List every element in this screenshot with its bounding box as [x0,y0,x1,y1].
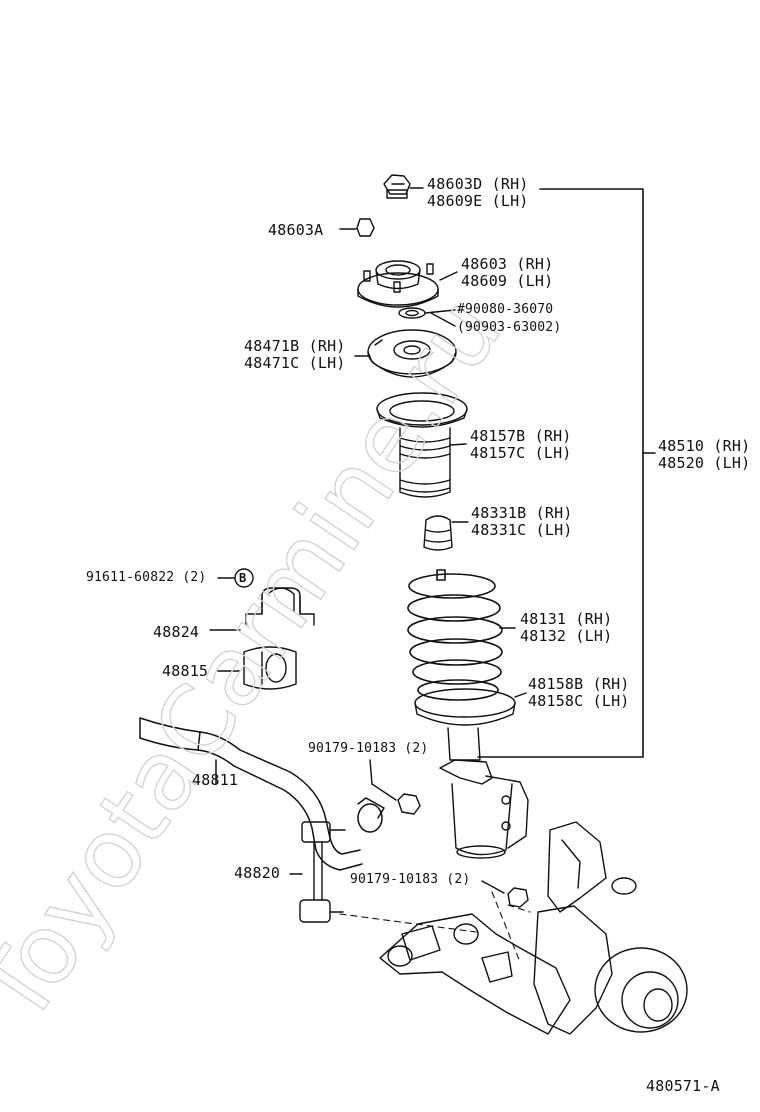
part-48331b-bumper [423,515,469,551]
label-48603: 48603 (RH) 48609 (LH) [461,256,553,290]
label-48157c-lh: 48157C (LH) [470,444,572,462]
label-48158b-rh: 48158B (RH) [528,675,630,693]
label-48158: 48158B (RH) 48158C (LH) [528,676,630,710]
label-48157b-rh: 48157B (RH) [470,427,572,445]
label-48471b-rh: 48471B (RH) [244,337,346,355]
label-48815: 48815 [162,663,208,680]
leader-lines [430,312,456,327]
label-48471c-lh: 48471C (LH) [244,354,346,372]
label-48609e-lh: 48609E (LH) [427,192,529,210]
part-48158b-insulator [414,688,527,726]
label-48158c-lh: 48158C (LH) [528,692,630,710]
part-strut-body [439,727,529,859]
label-48157: 48157B (RH) 48157C (LH) [470,428,572,462]
label-91611-text: 91611-60822 (2) [86,570,207,585]
diagram-id: 480571-A [646,1078,720,1095]
label-48132-lh: 48132 (LH) [520,627,613,645]
label-48603-rh: 48603 (RH) [461,255,554,273]
label-48510: 48510 (RH) 48520 (LH) [658,438,750,472]
label-90179-a: 90179-10183 (2) [308,741,428,756]
part-48157b-boot [376,392,468,498]
label-48824: 48824 [153,624,199,641]
part-lower-arm [379,913,571,1035]
label-91611-ref-letter: B [239,571,247,585]
part-90179-nut-b [481,880,529,908]
label-48331b-rh: 48331B (RH) [471,504,573,522]
callout-leader-91611 [217,568,254,588]
part-90179-nut-a [369,759,421,815]
label-90080-text: #90080-36070 [457,302,554,317]
label-48131-rh: 48131 (RH) [520,610,613,628]
label-91611: 91611-60822 (2) [86,570,206,585]
label-48331: 48331B (RH) 48331C (LH) [471,505,573,539]
label-90179-a-text: 90179-10183 (2) [308,741,429,756]
label-90903-text: (90903-63002) [457,320,562,335]
label-48609-lh: 48609 (LH) [461,272,554,290]
label-91611-ref: B [239,571,246,586]
label-48471: 48471B (RH) 48471C (LH) [244,338,346,372]
part-48603-support [357,260,458,308]
label-90179-b: 90179-10183 (2) [350,872,470,887]
label-48603a-text: 48603A [268,221,324,239]
label-48824-text: 48824 [153,623,200,641]
label-48815-text: 48815 [162,662,209,680]
label-48510-rh: 48510 (RH) [658,437,751,455]
label-48811-text: 48811 [192,771,239,789]
label-90080: #90080-36070 (90903-63002) [457,302,561,335]
part-48824-bracket [209,587,315,631]
label-48811: 48811 [192,772,238,789]
assembly-guide-lines [339,891,531,963]
part-48131-spring [407,569,516,701]
part-48815-bushing [217,646,297,690]
label-48603a: 48603A [268,222,323,239]
part-steering-knuckle [533,821,688,1035]
label-48820-text: 48820 [234,864,281,882]
label-48331c-lh: 48331C (LH) [471,521,573,539]
label-48820: 48820 [234,865,280,882]
part-48603a-nut [339,218,375,237]
assembly-bracket [477,188,656,758]
label-48603d: 48603D (RH) 48609E (LH) [427,176,529,210]
diagram-id-text: 480571-A [646,1077,720,1095]
label-48520-lh: 48520 (LH) [658,454,751,472]
part-90080-bearing [398,307,456,319]
label-48131: 48131 (RH) 48132 (LH) [520,611,612,645]
part-48471b-seat [354,329,457,378]
part-48820-link [289,821,346,923]
label-48603d-rh: 48603D (RH) [427,175,529,193]
label-90179-b-text: 90179-10183 (2) [350,872,471,887]
part-48603d-nut [383,174,424,199]
